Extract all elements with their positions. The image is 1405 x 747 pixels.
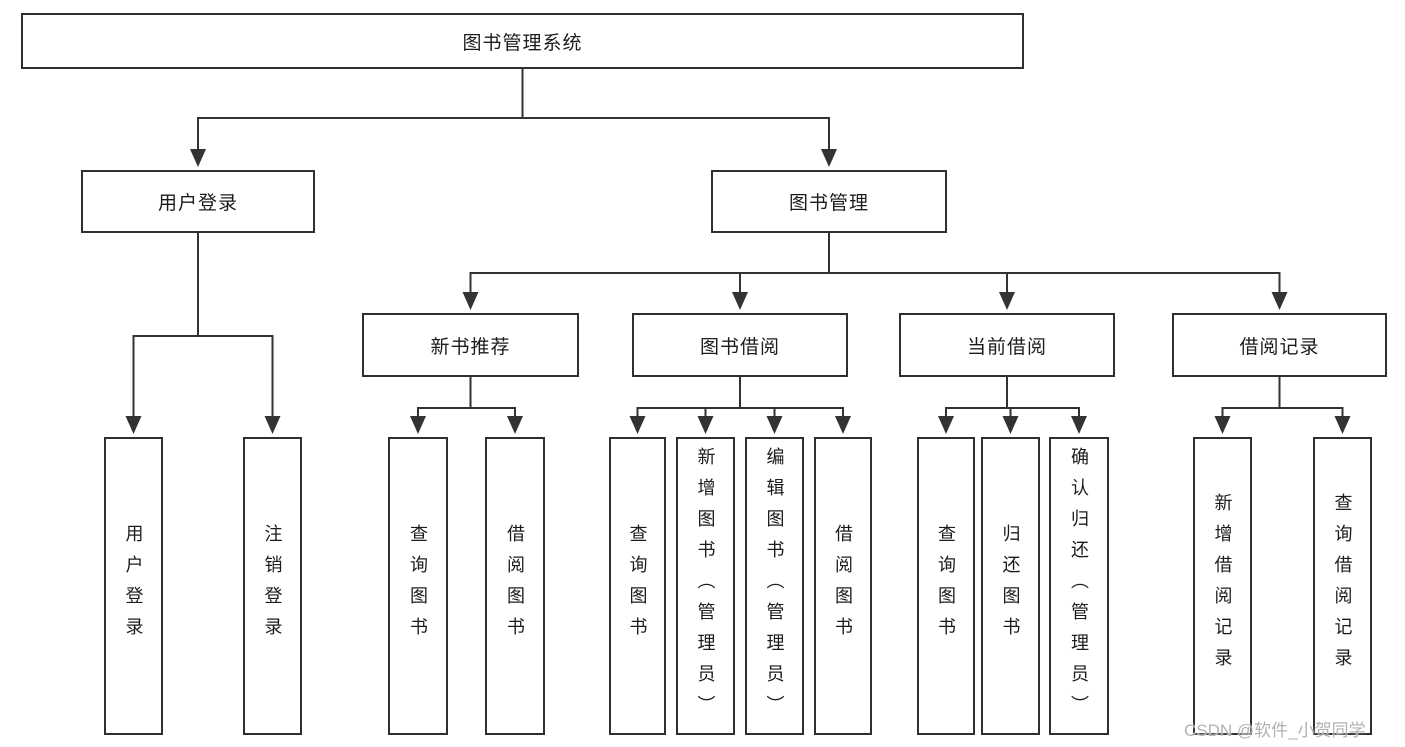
node-book-management-label: 图书管理 [788,193,869,214]
leaf-query-books-recommend-label: 查询图书 [408,524,428,648]
connector-current-borrow-split [945,377,1080,409]
connector-borrow-records-drops [1221,408,1344,421]
leaf-confirm-return-admin-label: 确认归还（管理员） [1069,446,1089,726]
leaf-logout: 注销登录 [243,437,302,735]
leaf-query-borrow-record: 查询借阅记录 [1313,437,1372,735]
leaf-return-book-label: 归还图书 [1000,524,1021,648]
connector-new-book-split [417,377,516,409]
leaf-confirm-return-admin: 确认归还（管理员） [1049,437,1109,735]
node-current-borrow: 当前借阅 [899,313,1115,377]
node-borrow-records-label: 借阅记录 [1239,336,1320,358]
node-new-book-recommend: 新书推荐 [362,313,579,377]
node-book-borrow-label: 图书借阅 [699,336,780,358]
connector-book-borrow-split [636,377,844,409]
connector-current-borrow-drops [945,408,1080,421]
node-new-book-recommend-label: 新书推荐 [430,336,511,358]
node-book-management: 图书管理 [711,170,947,233]
leaf-add-book-admin: 新增图书（管理员） [676,437,735,735]
connector-level3-drops [469,273,1281,295]
leaf-borrow-books-recommend-label: 借阅图书 [505,524,525,648]
leaf-borrow-books: 借阅图书 [814,437,872,735]
leaf-add-borrow-record-label: 新增借阅记录 [1212,493,1233,679]
connector-root-split [197,69,830,119]
connector-level2-drops [197,118,830,152]
leaf-borrow-books-label: 借阅图书 [833,524,853,648]
leaf-logout-label: 注销登录 [262,524,283,648]
node-user-login-label: 用户登录 [157,193,238,214]
leaf-query-borrow-record-label: 查询借阅记录 [1332,493,1353,679]
leaf-user-login-label: 用户登录 [123,524,144,648]
watermark: CSDN @软件_小贺同学 [1184,721,1366,740]
leaf-borrow-books-recommend: 借阅图书 [485,437,545,735]
leaf-add-book-admin-label: 新增图书（管理员） [695,446,716,726]
node-user-login: 用户登录 [81,170,315,233]
leaf-query-books-current: 查询图书 [917,437,975,735]
connector-user-login-drops [132,336,274,421]
node-root: 图书管理系统 [21,13,1024,69]
leaf-return-book: 归还图书 [981,437,1040,735]
leaf-query-books-borrow-label: 查询图书 [627,524,648,648]
connector-book-management-split [469,233,1281,274]
leaf-query-books-borrow: 查询图书 [609,437,666,735]
connector-book-borrow-drops [636,408,844,421]
leaf-add-borrow-record: 新增借阅记录 [1193,437,1252,735]
leaf-user-login: 用户登录 [104,437,163,735]
connector-borrow-records-split [1221,377,1344,409]
connector-new-book-drops [417,408,516,421]
node-current-borrow-label: 当前借阅 [966,336,1047,358]
leaf-query-books-current-label: 查询图书 [936,524,956,648]
leaf-query-books-recommend: 查询图书 [388,437,448,735]
leaf-edit-book-admin: 编辑图书（管理员） [745,437,804,735]
connector-user-login-split [132,233,274,337]
node-book-borrow: 图书借阅 [632,313,848,377]
node-root-label: 图书管理系统 [462,32,583,54]
leaf-edit-book-admin-label: 编辑图书（管理员） [764,446,785,726]
node-borrow-records: 借阅记录 [1172,313,1387,377]
